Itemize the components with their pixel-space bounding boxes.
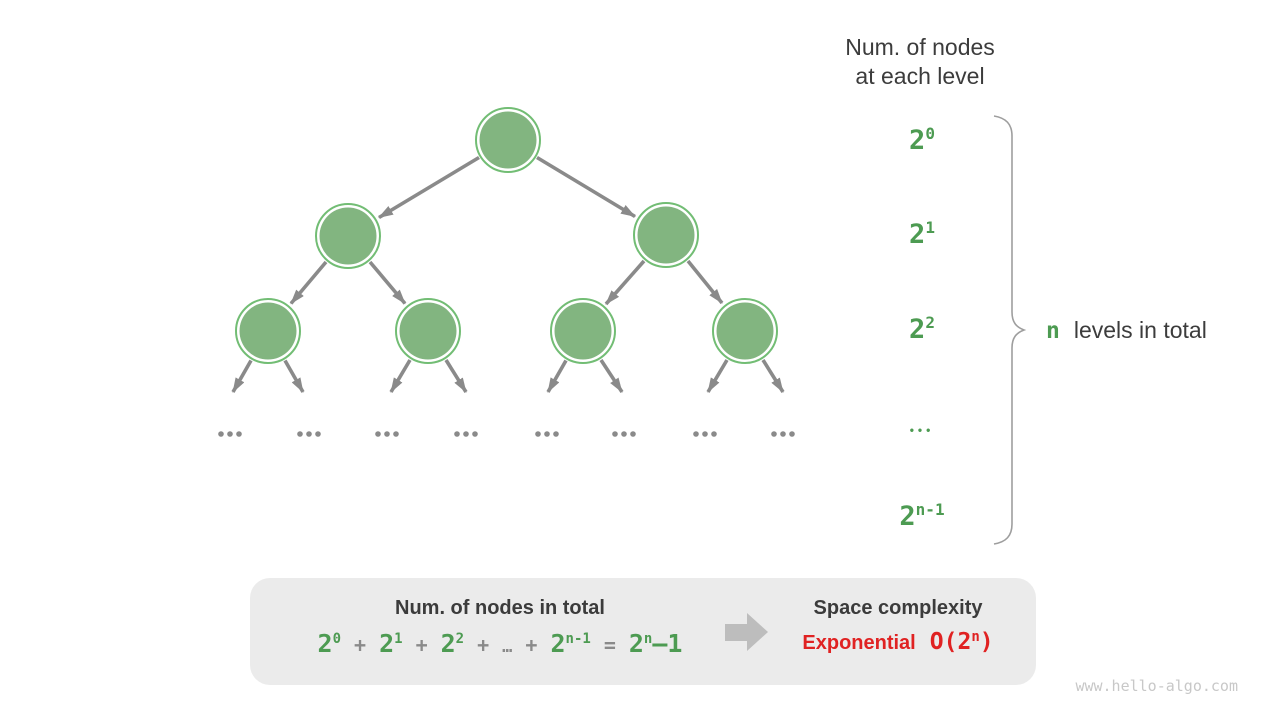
level-label-2^0: 20 <box>909 124 935 156</box>
n-variable: n <box>1046 318 1060 344</box>
tree-edge-arrows <box>231 155 785 393</box>
formula-ellipsis: … <box>502 637 513 657</box>
implies-arrow-icon <box>747 613 768 651</box>
level-label-2^n-1: 2n-1 <box>899 500 945 532</box>
level-label-2^1: 21 <box>909 218 935 250</box>
tree-node <box>550 298 616 364</box>
big-o-notation: O(2n) <box>929 629 994 655</box>
formula-term-2^0: 20 <box>317 629 342 658</box>
plus-operator: + <box>477 633 490 657</box>
formula-term-2^n-1: 2n-1 <box>550 629 591 658</box>
implies-arrow-icon <box>725 624 747 641</box>
formula-term-2^1: 21 <box>379 629 403 658</box>
tree-node <box>712 298 778 364</box>
geometric-series-formula: 20 + 21 + 22 + … + 2n-1 = 2n–1 <box>270 629 730 658</box>
tree-nodes <box>235 107 778 364</box>
tree-continuation-dots <box>218 431 795 437</box>
summary-box: Num. of nodes in total 20 + 21 + 22 + … … <box>250 578 1036 685</box>
formula-result-2^n-minus-1: 2n–1 <box>628 629 683 658</box>
plus-operator: + <box>415 633 428 657</box>
header-line2: at each level <box>855 63 985 89</box>
tree-node <box>475 107 541 173</box>
complexity-result: Exponential O(2n) <box>780 629 1016 655</box>
header-line1: Num. of nodes <box>845 34 995 60</box>
tree-node <box>633 202 699 268</box>
total-levels-text: levels in total <box>1073 317 1207 343</box>
tree-node <box>235 298 301 364</box>
tree-node <box>395 298 461 364</box>
complexity-class-label: Exponential <box>802 632 916 654</box>
level-label-ellipsis: ••• <box>909 423 935 437</box>
node-total-section: Num. of nodes in total 20 + 21 + 22 + … … <box>270 578 730 658</box>
plus-operator: + <box>525 633 538 657</box>
space-complexity-title: Space complexity <box>813 597 983 619</box>
equals-operator: = <box>603 633 616 657</box>
levels-brace <box>993 115 1027 545</box>
level-count-column-header: Num. of nodes at each level <box>770 33 1070 91</box>
formula-term-2^2: 22 <box>440 629 465 658</box>
site-watermark: www.hello-algo.com <box>1075 677 1238 695</box>
space-complexity-section: Space complexity Exponential O(2n) <box>780 578 1016 655</box>
plus-operator: + <box>354 633 367 657</box>
tree-node <box>315 203 381 269</box>
node-total-title: Num. of nodes in total <box>395 597 605 619</box>
level-label-2^2: 22 <box>909 313 935 345</box>
total-levels-note: n levels in total <box>1046 317 1207 344</box>
